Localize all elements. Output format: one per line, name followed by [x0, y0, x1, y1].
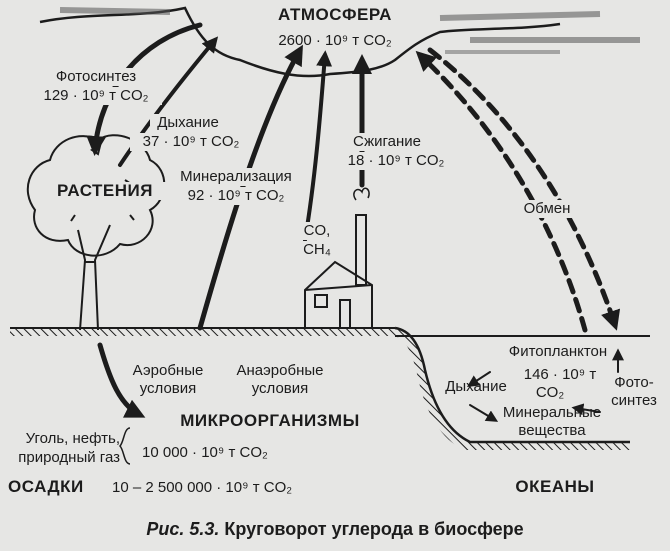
oceans-title: ОКЕАНЫ — [515, 477, 595, 496]
anaerobic-line2: условия — [251, 380, 309, 397]
caption-text: Круговорот углерода в биосфере — [219, 519, 524, 539]
aerobic-line1: Аэробные — [132, 362, 204, 379]
photosynthesis-label: Фотосинтез — [48, 68, 144, 86]
gases-line1: CO, — [298, 222, 336, 240]
tree-icon — [26, 134, 166, 331]
ocean-photosynthesis-line1: Фото- — [614, 374, 654, 391]
mineralization-label: Минерализация — [172, 168, 300, 186]
ocean-respiration-label: Дыхание — [445, 378, 507, 395]
respiration-value: 37 · 10⁹ т CO₂ — [130, 133, 252, 151]
sediments-title: ОСАДКИ — [8, 477, 84, 496]
gases-line2: CH₄ — [298, 241, 336, 259]
atmosphere-title: АТМОСФЕРА — [278, 5, 392, 24]
exchange-arrow-down — [427, 47, 621, 331]
aerobic-line2: условия — [139, 380, 197, 397]
ocean-minerals-arrow — [469, 404, 499, 422]
house-icon — [304, 187, 373, 329]
sediments-value: 10 – 2 500 000 · 10⁹ т CO₂ — [112, 479, 293, 496]
ocean-minerals-line2: вещества — [518, 422, 586, 439]
burning-value: 18 · 10⁹ т CO₂ — [340, 152, 452, 170]
exchange-label: Обмен — [515, 200, 579, 218]
mineralization-value: 92 · 10⁹ т CO₂ — [178, 187, 294, 205]
phytoplankton-value-line2: CO₂ — [535, 384, 565, 401]
ocean-photosynthesis-line2: синтез — [611, 392, 657, 409]
dead-matter-arrow — [97, 342, 146, 418]
burning-label: Сжигание — [344, 133, 430, 151]
phytoplankton-value-line1: 146 · 10⁹ т — [523, 366, 597, 383]
microorganisms-value: 10 000 · 10⁹ т CO₂ — [142, 444, 268, 461]
exchange-arrow-up — [415, 50, 588, 333]
atmosphere-cloud — [39, 6, 640, 78]
plants-title: РАСТЕНИЯ — [44, 182, 166, 200]
fossil-line2: природный газ — [18, 449, 120, 466]
fossil-line1: Уголь, нефть, — [25, 430, 120, 447]
plankton-to-ocean-arrow — [571, 403, 601, 416]
fossil-brace — [118, 427, 131, 465]
phytoplankton-title: Фитопланктон — [508, 343, 608, 360]
photosynthesis-value: 129 · 10⁹ т CO₂ — [30, 87, 162, 105]
respiration-label: Дыхание — [150, 114, 226, 132]
ocean-respiration-arrow — [466, 371, 491, 387]
gases-arrow — [303, 50, 333, 242]
microorganisms-title: МИКРООРГАНИЗМЫ — [180, 411, 360, 430]
anaerobic-line1: Анаэробные — [236, 362, 324, 379]
figure-caption: Рис. 5.3. Круговорот углерода в биосфере — [95, 520, 575, 538]
ocean-minerals-line1: Минеральные — [502, 404, 602, 421]
caption-prefix: Рис. 5.3. — [146, 519, 220, 539]
atmosphere-value: 2600 · 10⁹ т CO₂ — [278, 32, 392, 49]
